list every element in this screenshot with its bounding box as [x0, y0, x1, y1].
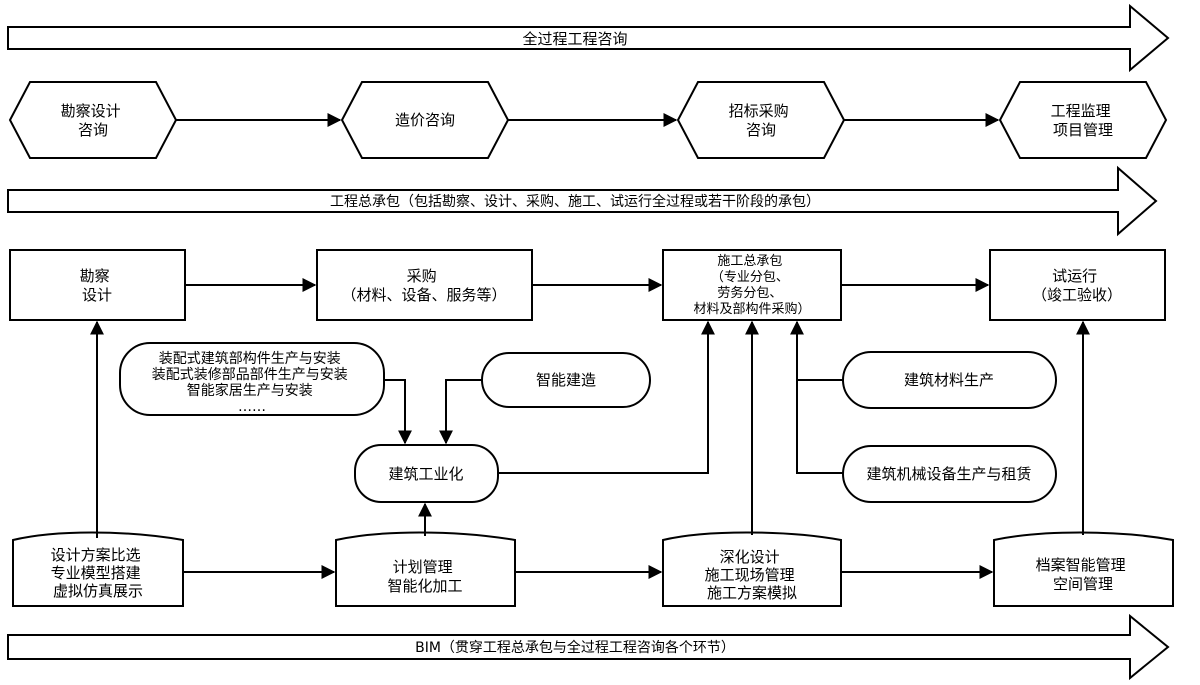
doc-archive-management: 档案智能管理 空间管理 — [993, 531, 1174, 607]
pill-prefab-line2: 装配式装修部品部件生产与安装 — [152, 367, 348, 383]
doc-design-line2: 专业模型搭建 — [51, 564, 141, 582]
hex-bidding-consulting: 招标采购 咨询 — [676, 81, 846, 159]
doc-design-comparison: 设计方案比选 专业模型搭建 虚拟仿真展示 — [12, 531, 184, 607]
box-construction-line3: 劳务分包、 — [717, 285, 782, 301]
box-general-construction: 施工总承包 （专业分包、 劳务分包、 材料及部构件采购） — [662, 249, 842, 321]
hex-cost-consulting: 造价咨询 — [340, 81, 510, 159]
hex-supervision-line2: 项目管理 — [1053, 121, 1113, 139]
box-trial-run-line1: 试运行 — [1052, 267, 1097, 285]
box-survey-design: 勘察 设计 — [9, 249, 186, 321]
pill-material-production-label: 建筑材料生产 — [904, 371, 994, 389]
doc-plan-line1: 计划管理 — [393, 558, 453, 576]
banner-whole-process-label: 全过程工程咨询 — [522, 30, 627, 48]
hex-supervision-management-label: 工程监理 项目管理 — [1051, 102, 1116, 139]
pill-prefab-label: 装配式建筑部构件生产与安装 装配式装修部品部件生产与安装 智能家居生产与安装 …… — [152, 351, 352, 415]
hex-supervision-line1: 工程监理 — [1051, 102, 1111, 120]
hex-bidding-consulting-line1: 招标采购 — [729, 102, 789, 120]
box-survey-design-line1: 勘察 — [80, 267, 110, 285]
box-trial-run: 试运行 （竣工验收） — [989, 249, 1166, 321]
pill-machinery-rental-label: 建筑机械设备生产与租赁 — [866, 465, 1031, 483]
box-trial-run-label: 试运行 （竣工验收） — [1032, 267, 1122, 304]
doc-archive-line2: 空间管理 — [1053, 575, 1113, 593]
box-construction-line4: 材料及部构件采购） — [693, 301, 810, 317]
doc-deepening-line3: 施工方案模拟 — [707, 584, 797, 602]
box-construction-line1: 施工总承包 — [717, 254, 782, 269]
pill-prefab-production: 装配式建筑部构件生产与安装 装配式装修部品部件生产与安装 智能家居生产与安装 …… — [119, 342, 385, 416]
box-procurement: 采购 （材料、设备、服务等） — [316, 249, 533, 321]
pill-smart-construction-label: 智能建造 — [536, 371, 596, 389]
edge-materials-construction — [790, 320, 843, 381]
banner-bim-label: BIM（贯穿工程总承包与全过程工程咨询各个环节） — [415, 639, 735, 656]
pill-prefab-line3: 智能家居生产与安装 — [187, 382, 313, 399]
hex-survey-design-consulting-line2: 咨询 — [78, 121, 108, 139]
banner-epc-label: 工程总承包（包括勘察、设计、采购、施工、试运行全过程或若干阶段的承包） — [330, 193, 820, 210]
pill-building-industrialization-label: 建筑工业化 — [388, 465, 463, 483]
pill-smart-construction: 智能建造 — [481, 352, 651, 408]
edge-machinery-construction — [796, 380, 843, 474]
banner-epc: 工程总承包（包括勘察、设计、采购、施工、试运行全过程或若干阶段的承包） — [7, 165, 1158, 237]
box-general-construction-label: 施工总承包 （专业分包、 劳务分包、 材料及部构件采购） — [693, 254, 810, 317]
box-procurement-line2: （材料、设备、服务等） — [341, 286, 506, 304]
doc-deepening-line2: 施工现场管理 — [705, 566, 795, 584]
pill-material-production: 建筑材料生产 — [842, 351, 1057, 409]
doc-design-comparison-label: 设计方案比选 专业模型搭建 虚拟仿真展示 — [51, 546, 146, 600]
pill-building-industrialization: 建筑工业化 — [354, 444, 499, 503]
hex-supervision-management: 工程监理 项目管理 — [998, 81, 1168, 159]
hex-bidding-consulting-label: 招标采购 咨询 — [729, 102, 794, 139]
pill-prefab-line4: …… — [238, 399, 266, 415]
doc-archive-line1: 档案智能管理 — [1036, 556, 1126, 574]
hex-bidding-consulting-line2: 咨询 — [746, 121, 776, 139]
doc-plan-management-label: 计划管理 智能化加工 — [387, 558, 462, 595]
hex-survey-design-consulting-label: 勘察设计 咨询 — [61, 102, 126, 139]
doc-deepening-design: 深化设计 施工现场管理 施工方案模拟 — [662, 531, 842, 607]
doc-design-line3: 虚拟仿真展示 — [53, 582, 143, 600]
edge-smart-industrialization — [439, 379, 482, 445]
box-trial-run-line2: （竣工验收） — [1032, 286, 1122, 304]
doc-deepening-design-label: 深化设计 施工现场管理 施工方案模拟 — [705, 548, 800, 602]
doc-design-line1: 设计方案比选 — [51, 546, 141, 564]
hex-survey-design-consulting-line1: 勘察设计 — [61, 102, 121, 120]
box-procurement-label: 采购 （材料、设备、服务等） — [341, 267, 506, 304]
banner-whole-process: 全过程工程咨询 — [7, 3, 1170, 73]
box-survey-design-label: 勘察 设计 — [80, 267, 115, 304]
doc-archive-management-label: 档案智能管理 空间管理 — [1036, 556, 1131, 593]
banner-bim: BIM（贯穿工程总承包与全过程工程咨询各个环节） — [7, 613, 1170, 681]
edge-industrialization-construction — [498, 320, 715, 474]
pill-prefab-line1: 装配式建筑部构件生产与安装 — [159, 351, 341, 367]
pill-machinery-rental: 建筑机械设备生产与租赁 — [842, 445, 1057, 503]
doc-deepening-line1: 深化设计 — [720, 548, 780, 566]
box-survey-design-line2: 设计 — [82, 286, 112, 304]
edge-prefab-industrialization — [384, 379, 412, 445]
box-construction-line2: （专业分包、 — [711, 270, 789, 285]
doc-plan-line2: 智能化加工 — [387, 577, 462, 595]
hex-cost-consulting-label: 造价咨询 — [395, 111, 455, 129]
hex-survey-design-consulting: 勘察设计 咨询 — [8, 81, 178, 159]
box-procurement-line1: 采购 — [407, 267, 437, 285]
doc-plan-management: 计划管理 智能化加工 — [335, 531, 516, 607]
